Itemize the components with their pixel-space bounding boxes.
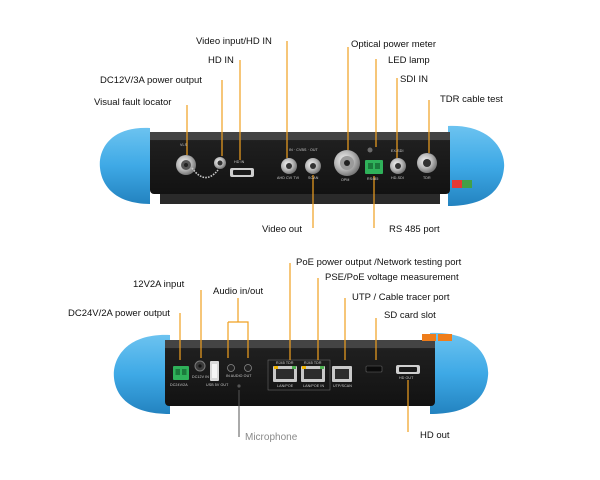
bottom-device-body (165, 340, 435, 406)
panel-tdr: TDR (423, 176, 431, 180)
panel-audio: IN AUDIO OUT (226, 374, 252, 378)
panel-hd-sdi: HD-SDI (391, 176, 404, 180)
panel-rs485: RS485 (367, 177, 379, 181)
callout-tdr-cable-test: TDR cable test (440, 94, 503, 105)
callout-hd-out: HD out (420, 430, 450, 441)
callout-12v2a-input: 12V2A input (133, 279, 185, 290)
panel-hd-out: HD OUT (399, 376, 414, 380)
panel-ex-sdi: EX-SDI (391, 149, 404, 153)
sd-card-slot (365, 365, 383, 373)
panel-opm: OPM (341, 178, 350, 182)
panel-hd-in: HD IN (234, 160, 245, 164)
top-device-body (150, 132, 450, 194)
bottom-right-bumper (430, 332, 489, 414)
callout-led-lamp: LED lamp (388, 55, 430, 66)
callout-audio-in-out: Audio in/out (213, 286, 264, 297)
panel-dc24v: DC24V/2A (170, 383, 188, 387)
callout-utp-cable-tracer: UTP / Cable tracer port (352, 292, 450, 303)
bottom-leader-lines (179, 263, 409, 437)
panel-in-cvbs-out: IN · CVBS · OUT (289, 148, 318, 152)
callout-pse-poe-voltage: PSE/PoE voltage measurement (325, 272, 459, 283)
callout-rs485-port: RS 485 port (389, 224, 440, 235)
callout-video-out: Video out (262, 224, 302, 235)
top-leader-lines (186, 41, 430, 228)
callout-microphone: Microphone (245, 432, 298, 443)
panel-ahd: AHD CVI TVI (277, 176, 300, 180)
callout-visual-fault-locator: Visual fault locator (94, 97, 172, 108)
callout-dc12v-power-output: DC12V/3A power output (100, 75, 202, 86)
rs485-terminal (365, 160, 383, 174)
panel-vfl: VLS (180, 143, 188, 147)
panel-lan-poe: LAN/POE (277, 384, 294, 388)
top-device (99, 125, 505, 206)
vfl-cap-chain (191, 167, 219, 179)
audio-in-jack (227, 364, 235, 372)
callout-video-input-hd-in: Video input/HD IN (196, 36, 272, 47)
callout-optical-power-meter: Optical power meter (351, 39, 437, 50)
microphone-hole (237, 384, 241, 388)
bottom-device (113, 332, 489, 414)
top-left-bumper (99, 127, 150, 204)
callout-hd-in: HD IN (208, 55, 234, 66)
audio-out-jack (244, 364, 252, 372)
bottom-left-bumper (113, 334, 170, 414)
panel-utp-scan: UTP/SCAN (333, 384, 352, 388)
led-lamp (367, 147, 373, 153)
panel-rj45-tdr-1: RJ45 TDR (276, 361, 294, 365)
panel-scan: SCAN (308, 176, 319, 180)
panel-rj45-tdr-2: RJ45 TDR (304, 361, 322, 365)
callout-poe-power-output: PoE power output /Network testing port (296, 257, 462, 268)
panel-lan-poe-in: LAN/POE IN (303, 384, 325, 388)
callout-sdi-in: SDI IN (400, 74, 428, 85)
top-right-bumper (448, 125, 505, 206)
panel-usb: USB 5V OUT (206, 383, 229, 387)
callout-sd-card-slot: SD card slot (384, 310, 436, 321)
panel-dc12v-in: DC12V IN (192, 375, 209, 379)
callout-dc24v-power-output: DC24V/2A power output (68, 308, 170, 319)
dc24v-terminal (173, 366, 189, 380)
